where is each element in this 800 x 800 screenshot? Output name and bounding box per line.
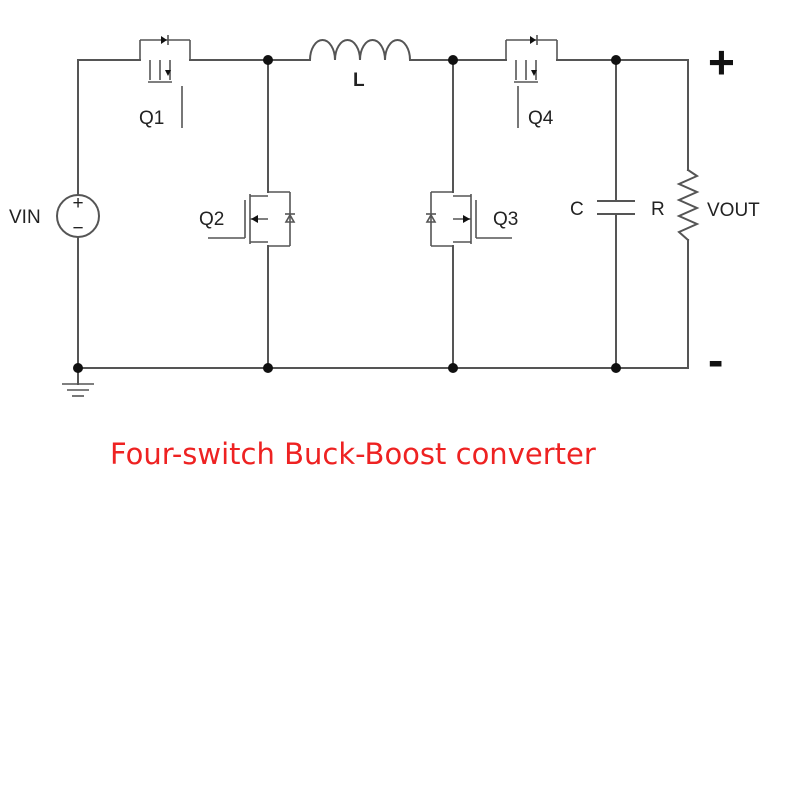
junction-node xyxy=(611,55,621,65)
capacitor-label: C xyxy=(570,199,584,220)
vin-label: VIN xyxy=(9,207,41,228)
inductor-symbol xyxy=(308,39,412,62)
output-plus-terminal: + xyxy=(708,36,735,88)
capacitor-symbol xyxy=(597,200,635,215)
junction-node xyxy=(611,363,621,373)
vout-label: VOUT xyxy=(707,200,760,221)
wires xyxy=(77,59,689,369)
diagram-caption: Four-switch Buck-Boost converter xyxy=(110,437,596,471)
resistor-symbol xyxy=(676,168,700,242)
vin-minus-sign: − xyxy=(72,218,83,239)
q1-mosfet-symbol xyxy=(139,35,191,128)
junction-node xyxy=(448,55,458,65)
q4-label: Q4 xyxy=(528,108,554,129)
junction-nodes xyxy=(73,55,621,373)
q2-mosfet-symbol xyxy=(208,191,296,247)
junction-node xyxy=(448,363,458,373)
q2-label: Q2 xyxy=(199,209,224,230)
q3-label: Q3 xyxy=(493,209,518,230)
inductor-label: L xyxy=(353,70,365,91)
q3-mosfet-symbol xyxy=(425,191,512,247)
output-minus-terminal: - xyxy=(708,334,723,386)
vin-source-symbol: + − xyxy=(56,193,100,239)
q1-label: Q1 xyxy=(139,108,164,129)
junction-node xyxy=(73,363,83,373)
vin-plus-sign: + xyxy=(72,193,83,214)
q4-mosfet-symbol xyxy=(505,35,558,128)
junction-node xyxy=(263,363,273,373)
resistor-label: R xyxy=(651,199,665,220)
junction-node xyxy=(263,55,273,65)
